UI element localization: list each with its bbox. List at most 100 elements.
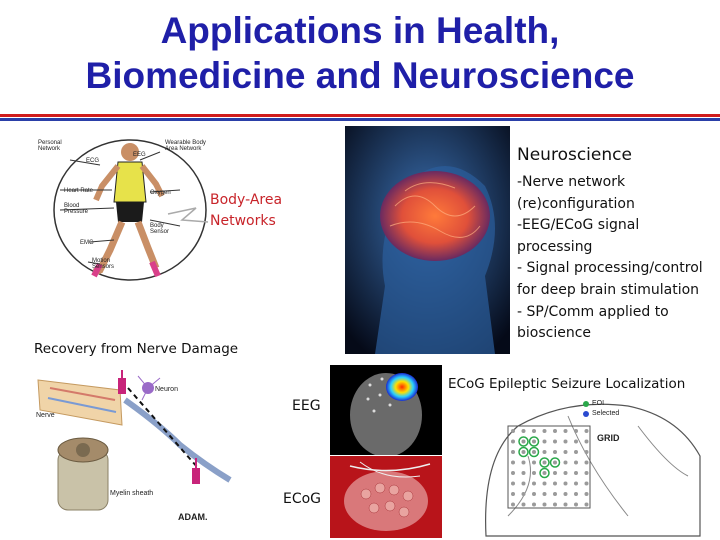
electrode-dot bbox=[563, 439, 568, 444]
legend-eoi-marker bbox=[583, 401, 589, 407]
electrode-dot bbox=[511, 481, 515, 486]
electrode-dot bbox=[542, 481, 547, 486]
title-divider-blue bbox=[0, 118, 720, 121]
electrode-dot bbox=[542, 492, 547, 496]
electrode-dot bbox=[584, 429, 589, 433]
electrode-dot bbox=[553, 492, 557, 496]
eoi-electrode-ring bbox=[518, 436, 529, 447]
electrode-dot bbox=[563, 502, 568, 507]
electrode-dot bbox=[542, 502, 547, 507]
ecog-grid-figure bbox=[485, 401, 701, 537]
wearable-ban-label: Wearable Body Area Network bbox=[165, 140, 206, 152]
electrode-dot bbox=[574, 502, 578, 507]
title-line-1: Applications in Health, bbox=[160, 10, 560, 51]
electrode-leads bbox=[349, 463, 431, 472]
title-line-2: Biomedicine and Neuroscience bbox=[85, 55, 635, 96]
electrode-grid bbox=[507, 425, 591, 509]
neuroscience-bullet-line: -EEG/ECoG signal bbox=[517, 217, 640, 234]
electrode-dot bbox=[542, 429, 547, 433]
electrode-dot bbox=[553, 502, 557, 507]
eoi-electrode-ring bbox=[539, 467, 550, 479]
blood-pressure-label: Blood Pressure bbox=[64, 203, 89, 215]
electrode-dot bbox=[553, 450, 557, 454]
neuroscience-bullet-line: - SP/Comm applied to bbox=[517, 303, 669, 320]
electrode-dot bbox=[521, 450, 526, 454]
eeg-label: EEG bbox=[292, 398, 321, 414]
neuron-label: Neuron bbox=[155, 386, 178, 393]
athlete-figure bbox=[91, 143, 165, 278]
electrode-dot bbox=[532, 471, 536, 475]
ecg-label: ECG bbox=[86, 158, 100, 164]
eoi-electrode-ring bbox=[539, 457, 550, 468]
legend-eoi-label: EOI bbox=[592, 400, 605, 407]
personal-network-label: Personal Network bbox=[38, 140, 62, 152]
electrode-dot bbox=[574, 492, 578, 496]
electrode-dot bbox=[574, 429, 578, 433]
eoi-electrode-ring bbox=[528, 436, 540, 447]
recovery-label: Recovery from Nerve Damage bbox=[34, 341, 239, 357]
electrode-dot bbox=[563, 460, 568, 465]
eoi-electrode-ring bbox=[549, 457, 561, 468]
electrode-dot bbox=[532, 502, 536, 507]
slide-title: Applications in Health, Biomedicine and … bbox=[0, 8, 720, 98]
brain-outline bbox=[485, 403, 701, 537]
nerve-label: Nerve bbox=[36, 412, 55, 419]
neuroscience-bullet-line: processing bbox=[517, 238, 593, 255]
body-area-network-figure bbox=[53, 139, 209, 281]
electrode-dot bbox=[574, 460, 578, 465]
electrode-dot bbox=[511, 502, 515, 507]
electrode-dot bbox=[584, 460, 589, 465]
electrode-dot bbox=[542, 450, 547, 454]
electrode-dot bbox=[563, 471, 568, 475]
body-area-label-line-1: Body-Area bbox=[210, 192, 283, 208]
electrode-dot bbox=[521, 429, 526, 433]
electrode-dot bbox=[532, 450, 536, 454]
electrode-dot bbox=[542, 460, 547, 465]
title-divider-red bbox=[0, 114, 720, 117]
electrode-dot bbox=[553, 481, 557, 486]
electrode-dot bbox=[511, 471, 515, 475]
electrode-dot bbox=[511, 429, 515, 433]
electrode-dot bbox=[553, 471, 557, 475]
electrode-dot bbox=[553, 460, 557, 465]
electrode-dot bbox=[521, 471, 526, 475]
ecog-localization-label: ECoG Epileptic Seizure Localization bbox=[448, 376, 686, 392]
electrode-dot bbox=[521, 460, 526, 465]
electrode-dot bbox=[521, 492, 526, 496]
exposed-cortex bbox=[344, 471, 428, 531]
electrode-dot bbox=[584, 502, 589, 507]
electrode-dot bbox=[521, 439, 526, 444]
electrode-dot bbox=[584, 492, 589, 496]
nerve-bundle bbox=[37, 379, 123, 426]
electrode-dot bbox=[511, 450, 515, 454]
electrode-dot bbox=[553, 429, 557, 433]
electrode-dot bbox=[563, 450, 568, 454]
electrode-dot bbox=[574, 450, 578, 454]
heart-rate-label: Heart Rate bbox=[64, 188, 94, 194]
eoi-electrode-ring bbox=[518, 446, 529, 458]
electrode-dot bbox=[521, 502, 526, 507]
myelin-label: Myelin sheath bbox=[110, 490, 154, 497]
adam-credit: ADAM. bbox=[178, 512, 208, 522]
electrode-dot bbox=[532, 481, 536, 486]
electrode-dot bbox=[553, 439, 557, 444]
ecog-label: ECoG bbox=[283, 491, 322, 507]
electrode-dot bbox=[511, 439, 515, 444]
electrode-dot bbox=[574, 471, 578, 475]
electrode-dot bbox=[563, 429, 568, 433]
electrode-dot bbox=[584, 450, 589, 454]
electrode-dot bbox=[574, 481, 578, 486]
electrode-dot bbox=[542, 471, 547, 475]
electrode-dot bbox=[584, 481, 589, 486]
electrode-dot bbox=[584, 439, 589, 444]
neuroscience-bullet-line: for deep brain stimulation bbox=[517, 281, 700, 298]
electrode-dot bbox=[521, 481, 526, 486]
body-area-networks-label: Body-Area Networks bbox=[210, 190, 282, 232]
brain-image bbox=[345, 126, 510, 354]
electrode-dot bbox=[532, 439, 536, 444]
legend-selected-marker bbox=[583, 411, 589, 417]
neuroscience-heading: Neuroscience bbox=[517, 145, 632, 165]
body-area-label-line-2: Networks bbox=[210, 213, 276, 229]
electrode-dot bbox=[563, 492, 568, 496]
body-sensor-label: Body Sensor bbox=[150, 223, 170, 235]
